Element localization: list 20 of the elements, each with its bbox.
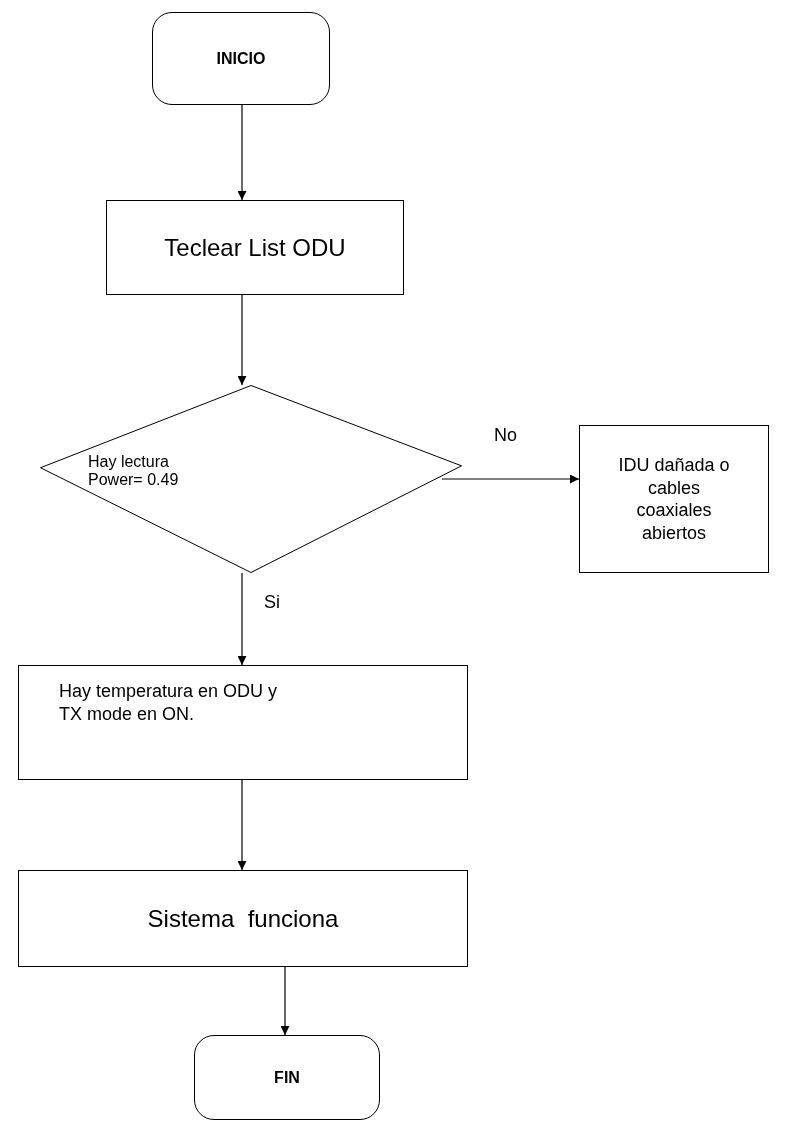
node-text: Hay temperatura en ODU y TX mode en ON. bbox=[59, 680, 279, 727]
decision-diamond bbox=[40, 385, 462, 573]
node-text: INICIO bbox=[216, 49, 266, 68]
arrow bbox=[441, 474, 580, 484]
process-box bbox=[106, 200, 404, 295]
decision-text: Hay lectura Power= 0.49 bbox=[88, 453, 180, 490]
node-text: FIN bbox=[274, 1068, 300, 1087]
process-box bbox=[579, 425, 769, 573]
terminal-box bbox=[194, 1035, 380, 1120]
node-text: IDU dañada o cables coaxiales abiertos bbox=[617, 454, 731, 544]
process-box bbox=[18, 665, 468, 780]
arrow bbox=[237, 104, 247, 201]
terminal-box bbox=[152, 12, 330, 105]
arrow bbox=[280, 966, 290, 1036]
node-text: Sistema funciona bbox=[147, 904, 339, 933]
arrow bbox=[237, 779, 247, 871]
node-text: Teclear List ODU bbox=[164, 233, 346, 262]
process-box bbox=[18, 870, 468, 967]
arrow bbox=[237, 294, 247, 386]
arrow bbox=[237, 572, 247, 666]
